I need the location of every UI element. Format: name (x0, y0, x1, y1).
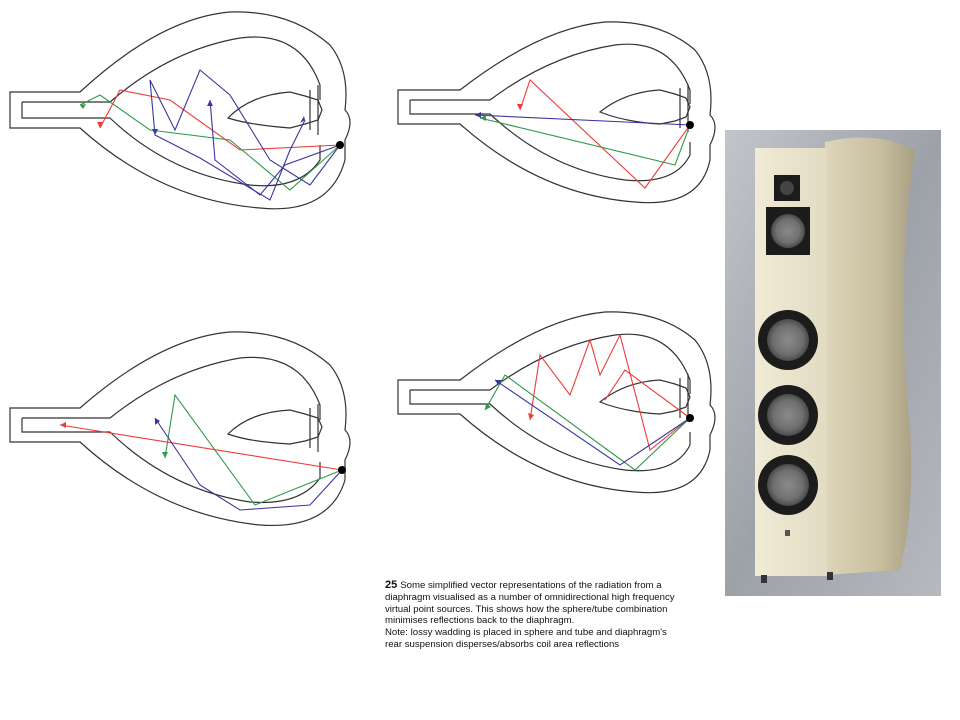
woofer-3 (758, 455, 818, 515)
arrowhead (162, 452, 168, 458)
arrowhead (485, 403, 491, 410)
feet (761, 575, 767, 583)
arrowheads (475, 104, 523, 121)
woofer-1 (758, 310, 818, 370)
enclosure-outline (397, 21, 716, 204)
arrowhead (528, 413, 534, 420)
tube-sphere-diagram-3 (9, 331, 351, 527)
tube-sphere-diagram-1 (9, 11, 351, 210)
arrowheads (485, 380, 534, 420)
diaphragm-dot (686, 121, 694, 129)
enclosure-outline (9, 331, 351, 527)
enclosure-outline (9, 11, 351, 210)
diaphragm-dot (338, 466, 346, 474)
rays (79, 69, 341, 201)
arrowhead (97, 122, 103, 128)
arrowhead (495, 380, 502, 385)
arrowheads (60, 418, 168, 458)
figure-number: 25 (385, 579, 398, 591)
arrowhead (80, 104, 86, 109)
arrowhead (480, 115, 486, 121)
arrowhead (155, 418, 160, 425)
loudspeaker-photo (725, 130, 941, 596)
enclosure-outline (397, 311, 716, 494)
rays (474, 79, 691, 189)
rays (59, 393, 343, 511)
arrowhead (207, 100, 213, 106)
arrowhead (475, 112, 481, 118)
cabinet-side (825, 137, 915, 575)
woofer-2 (758, 385, 818, 445)
caption-text: Some simplified vector representations o… (385, 580, 675, 627)
tube-sphere-diagram-2 (397, 21, 716, 204)
caption-note: Note: lossy wadding is placed in sphere … (385, 627, 667, 650)
arrowhead (517, 104, 523, 110)
arrowhead (300, 116, 305, 123)
diaphragm-dot (686, 414, 694, 422)
badge (785, 530, 790, 536)
arrowheads (80, 100, 305, 135)
arrowhead (60, 422, 66, 428)
arrowhead (152, 129, 158, 135)
rays (484, 333, 691, 471)
diaphragm-dot (336, 141, 344, 149)
tube-sphere-diagram-4 (397, 311, 716, 494)
